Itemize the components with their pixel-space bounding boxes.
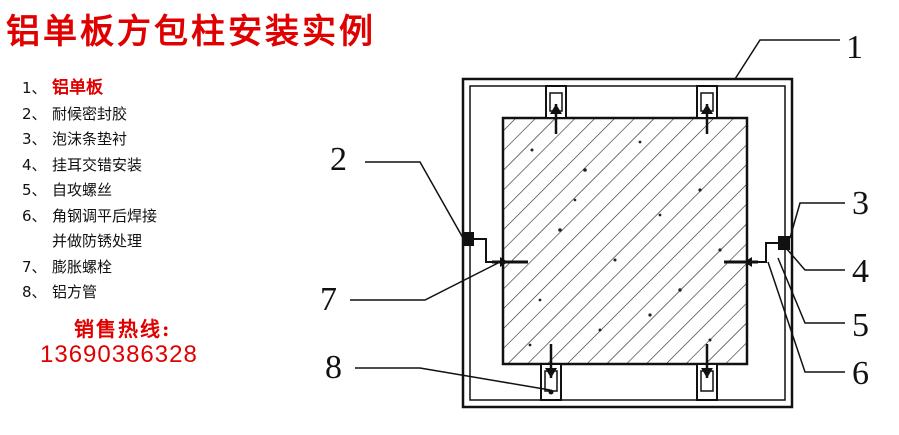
concrete-aggregate-dots	[528, 140, 722, 347]
leader-lines	[350, 39, 845, 391]
leader-line-7	[350, 261, 501, 301]
callout-1: 1	[846, 29, 863, 66]
square-tube-bottom-right	[696, 344, 718, 401]
legend-item-square-tube: 8、铝方管	[22, 280, 157, 306]
legend-text: 膨胀螺栓	[52, 257, 113, 276]
legend-text: 自攻螺丝	[52, 181, 113, 199]
legend-num: 7、	[22, 257, 47, 276]
legend-text: 铝单板	[52, 78, 103, 98]
legend-num: 3、	[22, 130, 47, 148]
legend-text: 并做防锈处理	[52, 232, 143, 250]
legend-item-tapping-screw: 5、自攻螺丝	[22, 178, 157, 204]
leader-line-5	[777, 257, 845, 324]
legend-item-hanging-ear: 4、挂耳交错安装	[22, 153, 157, 179]
callout-8: 8	[325, 349, 342, 386]
leader-line-4	[785, 247, 845, 271]
legend-text: 泡沫条垫衬	[52, 130, 128, 148]
callout-6: 6	[852, 355, 869, 392]
legend-item-expansion-bolt: 7、膨胀螺栓	[22, 255, 157, 281]
left-side-joint	[462, 232, 528, 267]
legend-text: 角钢调平后焊接	[52, 206, 158, 225]
callout-5: 5	[852, 307, 869, 344]
square-tube-bottom-left	[540, 344, 562, 401]
hotline-number: 13690386328	[40, 341, 198, 368]
leader-line-3	[789, 202, 845, 239]
legend-text: 挂耳交错安装	[52, 155, 143, 174]
callout-4: 4	[852, 253, 869, 290]
leader-line-1	[734, 39, 840, 80]
legend-num: 8、	[22, 283, 47, 301]
callout-3: 3	[852, 185, 869, 222]
square-tube-top-right	[696, 85, 718, 134]
concrete-column	[501, 116, 749, 366]
page-title: 铝单板方包柱安装实例	[6, 12, 376, 52]
legend-num: 5、	[22, 181, 47, 199]
leader-line-2	[365, 161, 464, 239]
leader-line-6	[767, 261, 845, 373]
right-side-joint	[724, 236, 790, 267]
legend-list: 1、铝单板 2、耐候密封胶 3、泡沫条垫衬 4、挂耳交错安装 5、自攻螺丝 6、…	[22, 76, 157, 306]
legend-text: 耐候密封胶	[52, 104, 128, 123]
legend-item-angle-steel: 6、角钢调平后焊接	[22, 204, 157, 230]
legend-num: 2、	[22, 104, 47, 123]
callout-7: 7	[320, 281, 337, 318]
square-tube-top-left	[545, 85, 567, 134]
legend-text: 铝方管	[52, 283, 98, 301]
legend-item-rustproof: 并做防锈处理	[22, 229, 157, 255]
legend-item-foam-backer: 3、泡沫条垫衬	[22, 127, 157, 153]
callout-2: 2	[330, 141, 347, 178]
legend-item-sealant: 2、耐候密封胶	[22, 102, 157, 128]
legend-num: 6、	[22, 206, 47, 225]
legend-num: 1、	[22, 79, 47, 97]
leader-line-8	[355, 367, 551, 391]
legend-num: 4、	[22, 155, 47, 174]
hotline-label: 销售热线:	[74, 317, 172, 341]
legend-item-aluminum-panel: 1、铝单板	[22, 76, 157, 102]
